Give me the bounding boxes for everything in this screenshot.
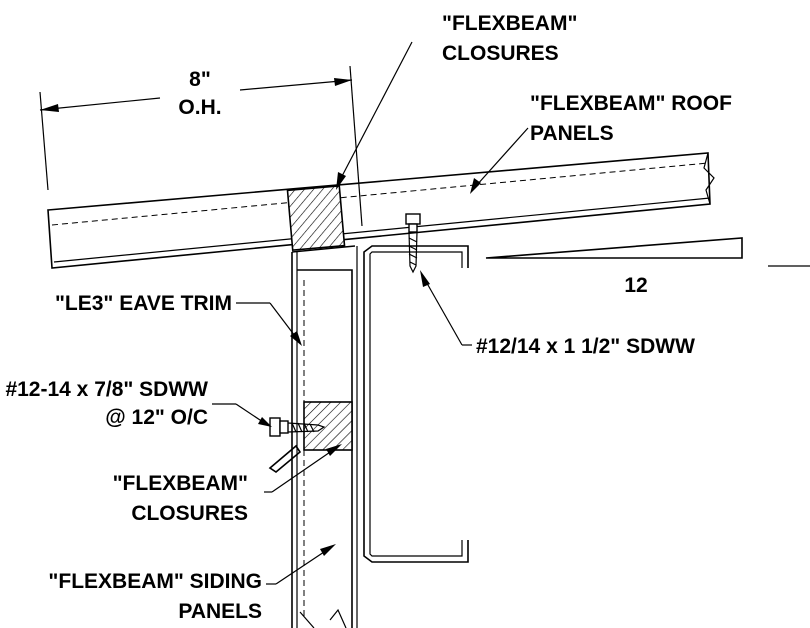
side-screw-icon xyxy=(268,417,326,473)
c-channel xyxy=(363,245,469,563)
overhang-dimension xyxy=(39,65,363,227)
roof-screw-label: #12/14 x 1 1/2" SDWW xyxy=(476,335,695,358)
lower-closures-label-line2: CLOSURES xyxy=(131,502,248,525)
side-screw-label-line1: #12-14 x 7/8" SDWW xyxy=(5,378,208,401)
roof-panels-label-line1: "FLEXBEAM" ROOF xyxy=(530,92,732,115)
overhang-unit-label: O.H. xyxy=(178,96,221,119)
siding-label-line1: "FLEXBEAM" SIDING xyxy=(48,570,262,593)
roof-panels-label-line2: PANELS xyxy=(530,122,614,145)
eave-trim-label: "LE3" EAVE TRIM xyxy=(55,292,232,315)
siding-label-line2: PANELS xyxy=(178,600,262,623)
slope-indicator xyxy=(485,237,810,267)
top-closures-label-line2: CLOSURES xyxy=(442,42,559,65)
leaders xyxy=(212,41,529,585)
break-line xyxy=(299,608,347,628)
top-closure-block xyxy=(286,184,346,252)
top-closures-label-line1: "FLEXBEAM" xyxy=(442,12,577,35)
roof-screw-icon xyxy=(405,213,421,274)
slope-run-label: 12 xyxy=(624,274,647,297)
lower-closures-label-line1: "FLEXBEAM" xyxy=(113,472,248,495)
side-screw-label-line2: @ 12" O/C xyxy=(105,406,208,429)
lower-closure-block xyxy=(303,401,353,451)
overhang-value-label: 8" xyxy=(189,68,211,91)
